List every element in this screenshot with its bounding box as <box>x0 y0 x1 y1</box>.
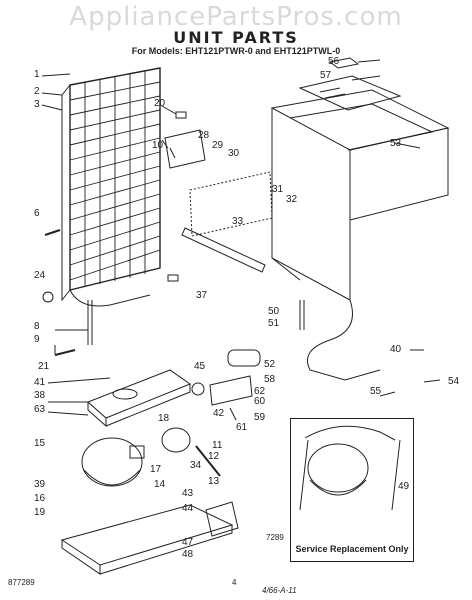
part-label: 14 <box>154 479 166 490</box>
part-label: 24 <box>34 270 46 281</box>
part-label: 29 <box>212 140 224 151</box>
part-label: 63 <box>34 404 46 415</box>
part-label: 54 <box>448 376 460 387</box>
part-label: 61 <box>236 422 248 433</box>
part-label: 1 <box>34 69 40 80</box>
part-label: 52 <box>264 359 276 370</box>
service-compressor <box>299 425 401 511</box>
part-label: 56 <box>328 56 340 67</box>
unit-housing <box>270 89 450 301</box>
part-label: 20 <box>154 98 166 109</box>
part-label: 45 <box>194 361 206 372</box>
part-label: 28 <box>198 130 210 141</box>
part-label: 33 <box>232 216 244 227</box>
part-label: 16 <box>34 493 46 504</box>
part-label: 10 <box>152 140 164 151</box>
part-label: 57 <box>320 70 332 81</box>
part-label: 13 <box>208 476 220 487</box>
compressor <box>81 437 145 487</box>
part-label: 60 <box>254 396 266 407</box>
part-label: 39 <box>34 479 46 490</box>
condenser-coil <box>61 67 161 345</box>
part-label: 11 <box>212 440 223 451</box>
part-label: 55 <box>370 386 382 397</box>
part-label: 19 <box>34 507 46 518</box>
part-label: 30 <box>228 148 240 159</box>
part-label: 15 <box>34 438 46 449</box>
part-label: 44 <box>182 503 194 514</box>
part-label: 2 <box>34 86 40 97</box>
part-label: 62 <box>254 386 266 397</box>
part-label: 31 <box>272 184 284 195</box>
part-label: 53 <box>390 138 402 149</box>
part-label: 6 <box>34 208 40 219</box>
service-replacement-label: Service Replacement Only <box>295 544 409 554</box>
footer-code: 877289 <box>8 578 35 587</box>
part-label: 37 <box>196 290 208 301</box>
part-label: 51 <box>268 318 280 329</box>
part-label: 18 <box>158 413 170 424</box>
part-label: 48 <box>182 549 194 560</box>
page-title: UNIT PARTS <box>173 28 299 47</box>
part-label: 3 <box>34 99 40 110</box>
part-label: 58 <box>264 374 276 385</box>
part-label: 21 <box>38 361 50 372</box>
service-replacement-box <box>290 418 414 562</box>
part-label: 9 <box>34 334 40 345</box>
part-label: 50 <box>268 306 280 317</box>
part-label: 41 <box>34 377 46 388</box>
part-label: 49 <box>398 481 410 492</box>
model-subtitle: For Models: EHT121PTWR-0 and EHT121PTWL-… <box>131 46 341 56</box>
watermark: AppliancePartsPros.com <box>69 2 403 32</box>
figure-code: 7289 <box>266 533 284 542</box>
top-cover <box>298 57 402 111</box>
part-label: 47 <box>182 537 194 548</box>
part-label: 8 <box>34 321 40 332</box>
footer-date: 4/66-A-11 <box>262 586 297 595</box>
part-label: 59 <box>254 412 266 423</box>
part-label: 43 <box>182 488 194 499</box>
part-label: 12 <box>208 451 220 462</box>
part-label: 17 <box>150 464 162 475</box>
part-label: 38 <box>34 390 46 401</box>
part-label: 40 <box>390 344 402 355</box>
page-number: 4 <box>232 578 237 587</box>
part-label: 42 <box>213 408 225 419</box>
part-label: 32 <box>286 194 298 205</box>
part-label: 34 <box>190 460 202 471</box>
